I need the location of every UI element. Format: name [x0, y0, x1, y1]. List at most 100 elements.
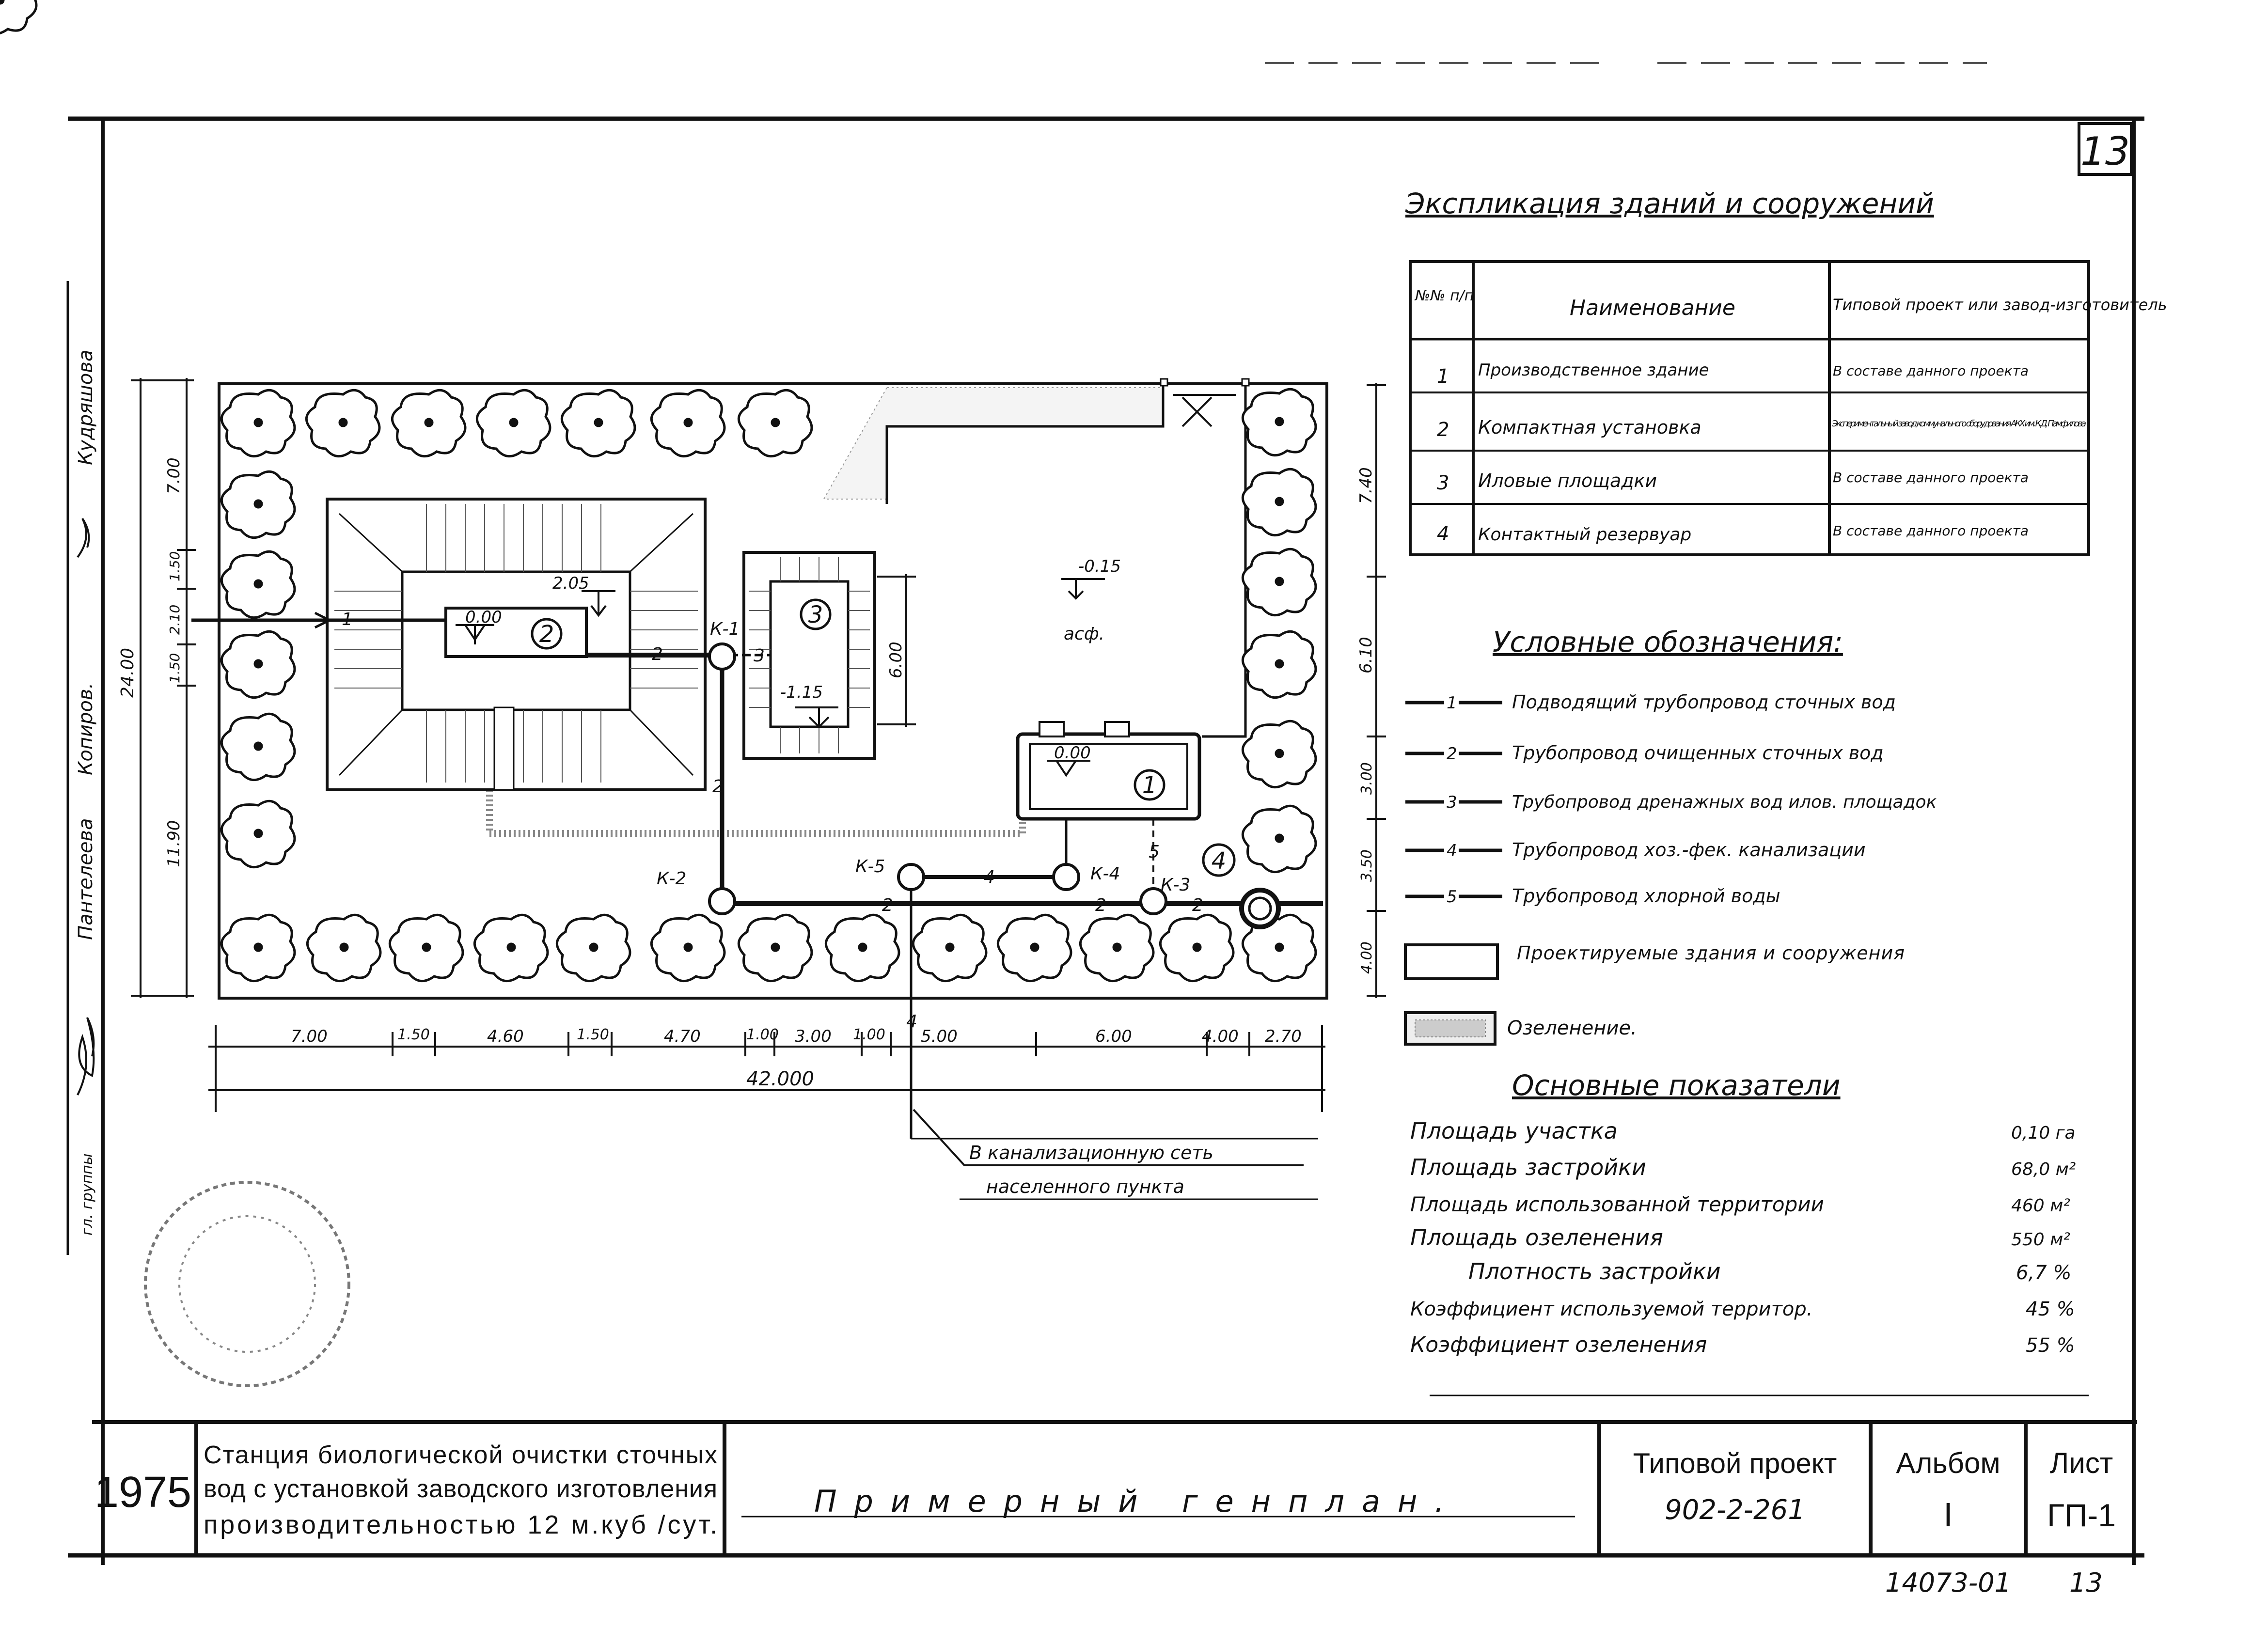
- dim-l-2: 1.50: [167, 551, 183, 581]
- marker-1: 1: [1142, 772, 1157, 799]
- node-k3: К-3: [1161, 875, 1190, 895]
- dimension-right: [877, 383, 1386, 998]
- pipelines: [191, 611, 1323, 1200]
- outlet-note-2: населенного пункта: [986, 1176, 1184, 1197]
- ind-value-6: 45 %: [2026, 1298, 2075, 1320]
- dim-b-11: 4.00: [1202, 1027, 1239, 1046]
- legend: Условные обозначения: 1 2 3 4 5 Подводящ…: [1404, 626, 1937, 1046]
- row1-name: Производственное здание: [1478, 360, 1709, 380]
- year: 1975: [94, 1468, 191, 1517]
- dim-basin: 6.00: [886, 642, 906, 678]
- stamp-signature: [77, 1017, 95, 1096]
- album-label: Альбом: [1896, 1447, 2000, 1479]
- pipe-label-4a: 4: [984, 867, 995, 887]
- dim-b-9: 5.00: [921, 1027, 958, 1046]
- manhole-k3: [1139, 887, 1167, 915]
- sheet-number-bottom: 13: [2069, 1567, 2103, 1598]
- level-marks: [456, 578, 1105, 777]
- greenery-band: [823, 387, 1164, 500]
- pipe-label-1: 1: [342, 610, 353, 629]
- dim-b-3: 4.60: [487, 1027, 524, 1046]
- legend-item-2: Трубопровод очищенных сточных вод: [1512, 742, 1884, 764]
- marker-3: 3: [808, 601, 823, 628]
- row4-name: Контактный резервуар: [1478, 525, 1691, 545]
- col-name: Наименование: [1570, 296, 1735, 320]
- building-production: [1016, 721, 1201, 821]
- dim-b-1: 7.00: [291, 1027, 328, 1046]
- row4-ref: В составе данного проекта: [1833, 523, 2029, 539]
- tb-desc-3: производительностью 12 м.куб /сут.: [204, 1510, 717, 1539]
- ind-label-5: Плотность застройки: [1468, 1258, 1721, 1284]
- level-sludge: -1.15: [780, 683, 823, 702]
- fence-gate: [1173, 394, 1236, 427]
- dim-b-10: 6.00: [1095, 1027, 1132, 1046]
- pipe-label-2e: 2: [1192, 895, 1203, 915]
- stamp-signature-2: [77, 517, 90, 558]
- col-ref: Типовой проект или завод-изготовитель: [1833, 296, 2167, 314]
- dim-l-1: 7.00: [164, 457, 184, 494]
- dim-l-4: 1.50: [167, 653, 183, 683]
- dim-b-6: 1.00: [746, 1026, 779, 1043]
- explication-table: Экспликация зданий и сооружений №№ п/п Н…: [1405, 187, 2167, 556]
- dim-r-2: 6.10: [1356, 637, 1376, 674]
- site-plan: 2 3 1 4 0.00 2.05 -1.15 0.00 -0.15 асф. …: [0, 0, 1386, 1200]
- explication-title: Экспликация зданий и сооружений: [1405, 187, 1934, 220]
- node-k4: К-4: [1090, 864, 1120, 884]
- dim-b-4: 1.50: [577, 1026, 609, 1043]
- level-compact: 0.00: [465, 608, 502, 627]
- marker-4: 4: [1212, 847, 1227, 875]
- drawing-title: Примерный генплан.: [814, 1484, 1444, 1519]
- manhole-k2: [708, 887, 736, 915]
- row3-ref: В составе данного проекта: [1833, 470, 2029, 486]
- marker-2: 2: [539, 621, 554, 648]
- stamp-name-1: Кудряшова: [75, 350, 97, 465]
- legend-greenery: Озеленение.: [1507, 1017, 1637, 1039]
- dim-b-7: 3.00: [795, 1027, 832, 1046]
- row2-name: Компактная установка: [1478, 417, 1701, 438]
- col-num: №№ п/п: [1414, 287, 1474, 304]
- indicators: Основные показатели Площадь участка 0,10…: [1410, 1069, 2089, 1396]
- stamp-name-2: Копиров.: [75, 683, 97, 775]
- building-markers: 2 3 1 4: [531, 598, 1227, 875]
- manhole-k4: [1052, 863, 1080, 891]
- ind-label-2: Площадь застройки: [1410, 1154, 1646, 1180]
- ind-label-7: Коэффициент озеленения: [1410, 1332, 1707, 1357]
- ind-label-4: Площадь озеленения: [1410, 1224, 1663, 1251]
- dim-l-total: 24.00: [118, 648, 138, 698]
- sheet-code: ГП-1: [2047, 1497, 2116, 1533]
- round-seal: [144, 1181, 350, 1387]
- ind-value-1: 0,10 га: [2011, 1123, 2076, 1143]
- row3-num: 3: [1437, 472, 1449, 494]
- pipe-label-2d: 2: [1095, 895, 1106, 915]
- dim-r-5: 4.00: [1358, 941, 1375, 974]
- outlet-note-1: В канализационную сеть: [969, 1142, 1213, 1163]
- album-no: I: [1943, 1496, 1953, 1534]
- level-top: 2.05: [552, 574, 589, 593]
- sheet-label: Лист: [2050, 1447, 2113, 1479]
- dim-l-5: 11.90: [164, 820, 184, 867]
- ind-value-3: 460 м²: [2011, 1196, 2070, 1216]
- side-stamp: Кудряшова Копиров. Пантелеева гл. группы: [66, 281, 97, 1255]
- legend-item-3: Трубопровод дренажных вод илов. площадок: [1512, 792, 1937, 812]
- site-boundary: [218, 382, 1328, 1000]
- dim-b-8: 1.00: [853, 1026, 885, 1043]
- legend-code-1: 1: [1447, 693, 1457, 713]
- tree-row: [0, 0, 1316, 981]
- pipe-label-5: 5: [1149, 842, 1160, 862]
- level-production: 0.00: [1054, 743, 1091, 763]
- ind-value-4: 550 м²: [2011, 1230, 2070, 1250]
- sheet-number-top: 13: [2080, 129, 2130, 174]
- dim-r-4: 3.50: [1358, 849, 1375, 882]
- pipe-label-2b: 2: [712, 777, 724, 797]
- legend-item-1: Подводящий трубопровод сточных вод: [1512, 691, 1896, 713]
- dim-r-1: 7.40: [1356, 467, 1376, 504]
- stamp-group: гл. группы: [79, 1154, 96, 1236]
- pipe-label-2a: 2: [652, 644, 663, 664]
- outlet-leader: [913, 1109, 1304, 1166]
- dim-b-5: 4.70: [664, 1027, 701, 1046]
- ind-value-5: 6,7 %: [2016, 1262, 2071, 1284]
- dimension-bottom: [208, 1025, 1325, 1112]
- manhole-k1: [708, 642, 736, 671]
- tb-desc-1: Станция биологической очистки сточных: [204, 1441, 717, 1469]
